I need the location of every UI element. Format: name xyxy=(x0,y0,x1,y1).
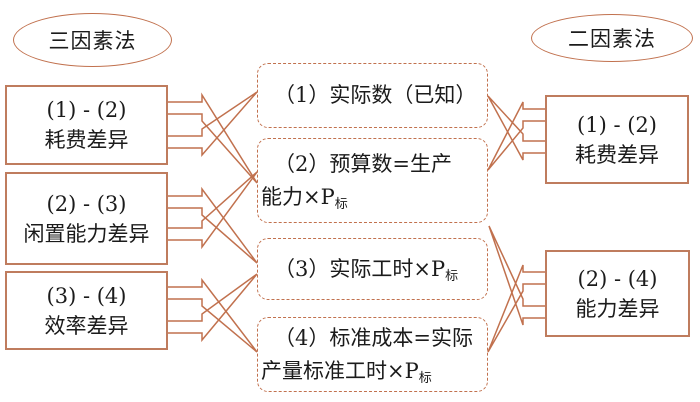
arrow-right-2-upper-prong xyxy=(487,264,546,353)
two-factor-method-label: 二因素法 xyxy=(568,27,656,51)
text-segment: （3）实际工时×P xyxy=(274,256,446,281)
left-box-1: (1) - (2) 耗费差异 xyxy=(5,85,168,165)
right-box-2: (2) - (4) 能力差异 xyxy=(545,250,690,337)
subscript-text: 标 xyxy=(445,268,459,284)
three-factor-method-ellipse: 三因素法 xyxy=(13,13,172,67)
left-box-3-name: 效率差异 xyxy=(44,313,129,338)
arrow-right-1-upper-prong xyxy=(487,101,546,171)
right-box-1-formula: (1) - (2) xyxy=(577,112,657,137)
right-box-1: (1) - (2) 耗费差异 xyxy=(545,95,689,184)
arrow-right-2-lower-prong xyxy=(488,225,546,326)
middle-box-3: （3）实际工时×P标 xyxy=(257,238,488,300)
text-line: （3）实际工时×P标 xyxy=(261,253,481,286)
middle-box-1: （1）实际数（已知） xyxy=(257,63,488,128)
left-box-3-formula: (3) - (4) xyxy=(46,283,127,308)
three-factor-method-label: 三因素法 xyxy=(48,29,137,53)
left-box-2-name: 闲置能力差异 xyxy=(23,221,150,246)
arrow-left-3-lower-prong xyxy=(167,273,258,343)
text-segment: （4）标准成本=实际 xyxy=(274,325,473,350)
left-box-1-formula: (1) - (2) xyxy=(46,98,127,122)
middle-box-4: （4）标准成本=实际产量标准工时×P标 xyxy=(257,317,488,392)
right-box-1-name: 耗费差异 xyxy=(575,142,659,167)
right-box-2-name: 能力差异 xyxy=(575,296,660,321)
left-box-1-name: 耗费差异 xyxy=(44,128,129,152)
two-factor-method-ellipse: 二因素法 xyxy=(531,14,693,62)
right-box-2-formula: (2) - (4) xyxy=(577,266,658,291)
arrow-left-2-upper-prong xyxy=(167,186,258,264)
middle-box-2: （2）预算数=生产能力×P标 xyxy=(257,138,488,223)
arrow-right-1-lower-prong xyxy=(487,95,546,161)
left-box-2: (2) - (3) 闲置能力差异 xyxy=(5,172,168,265)
text-segment: 产量标准工时×P xyxy=(261,358,419,383)
left-box-2-formula: (2) - (3) xyxy=(46,191,127,216)
text-line: 能力×P标 xyxy=(261,181,481,214)
text-line: （2）预算数=生产 xyxy=(261,148,481,181)
text-segment: 能力×P xyxy=(261,184,335,209)
text-line: （1）实际数（已知） xyxy=(261,79,481,112)
text-segment: （1）实际数（已知） xyxy=(274,83,477,107)
text-line: （4）标准成本=实际 xyxy=(261,322,481,355)
left-box-3: (3) - (4) 效率差异 xyxy=(5,271,168,350)
text-segment: （2）预算数=生产 xyxy=(274,151,452,176)
arrow-left-2-lower-prong xyxy=(167,171,258,250)
subscript-text: 标 xyxy=(418,370,432,386)
text-line: 产量标准工时×P标 xyxy=(261,355,481,388)
subscript-text: 标 xyxy=(334,196,348,212)
